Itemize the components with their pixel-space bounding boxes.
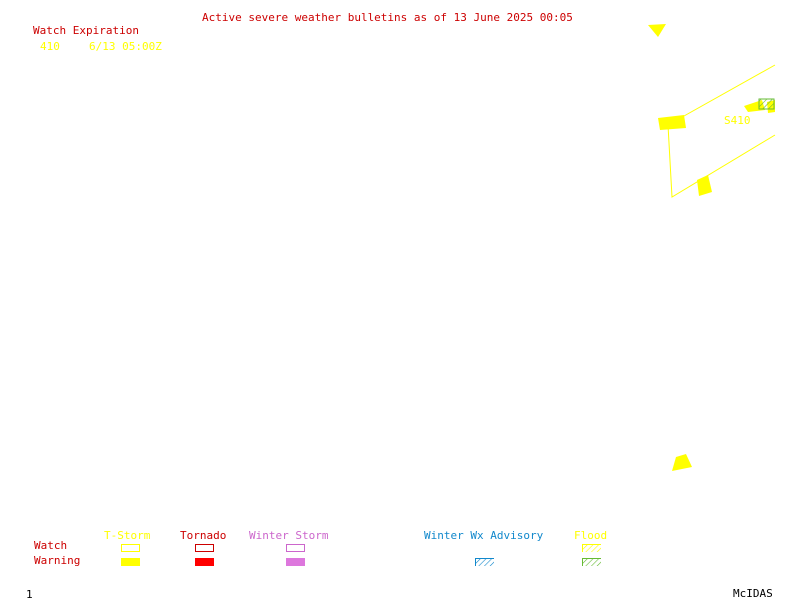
legend-winter-storm-warning-swatch <box>286 558 305 566</box>
watch-expiration-heading: Watch Expiration <box>33 24 139 37</box>
watch-entry-number: 410 <box>40 40 60 53</box>
frame-number: 1 <box>26 588 33 601</box>
legend-winter-storm-watch-swatch <box>286 544 305 552</box>
legend-flood-warning-swatch <box>582 558 601 566</box>
legend-flood-label: Flood <box>574 529 608 542</box>
legend-tstorm-label: T-Storm <box>104 529 151 542</box>
legend-tornado-warning-swatch <box>195 558 214 566</box>
legend-tstorm-watch-swatch <box>121 544 140 552</box>
legend-warning-row-label: Warning <box>34 554 81 567</box>
mcidas-brand: McIDAS <box>733 587 773 600</box>
legend-tornado-label: Tornado <box>180 529 227 542</box>
flood-warning-area <box>758 98 775 110</box>
watch-box-outline <box>667 64 776 198</box>
warning-polygon <box>697 175 712 196</box>
warning-polygon <box>648 24 666 37</box>
bulletin-title: Active severe weather bulletins as of 13… <box>202 11 573 24</box>
legend-watch-row-label: Watch <box>34 539 68 552</box>
legend-tstorm-warning-swatch <box>121 558 140 566</box>
legend-flood-watch-swatch <box>582 544 601 552</box>
watch-entry-expiration: 6/13 05:00Z <box>89 40 162 53</box>
warning-polygon <box>658 115 686 130</box>
warning-polygon <box>672 454 692 471</box>
watch-box-label: S410 <box>724 114 751 127</box>
legend-tornado-watch-swatch <box>195 544 214 552</box>
legend-winter-wx-advisory-swatch <box>475 558 494 566</box>
legend-winter-storm-label: Winter Storm <box>249 529 329 542</box>
legend-winter-wx-label: Winter Wx Advisory <box>424 529 544 542</box>
